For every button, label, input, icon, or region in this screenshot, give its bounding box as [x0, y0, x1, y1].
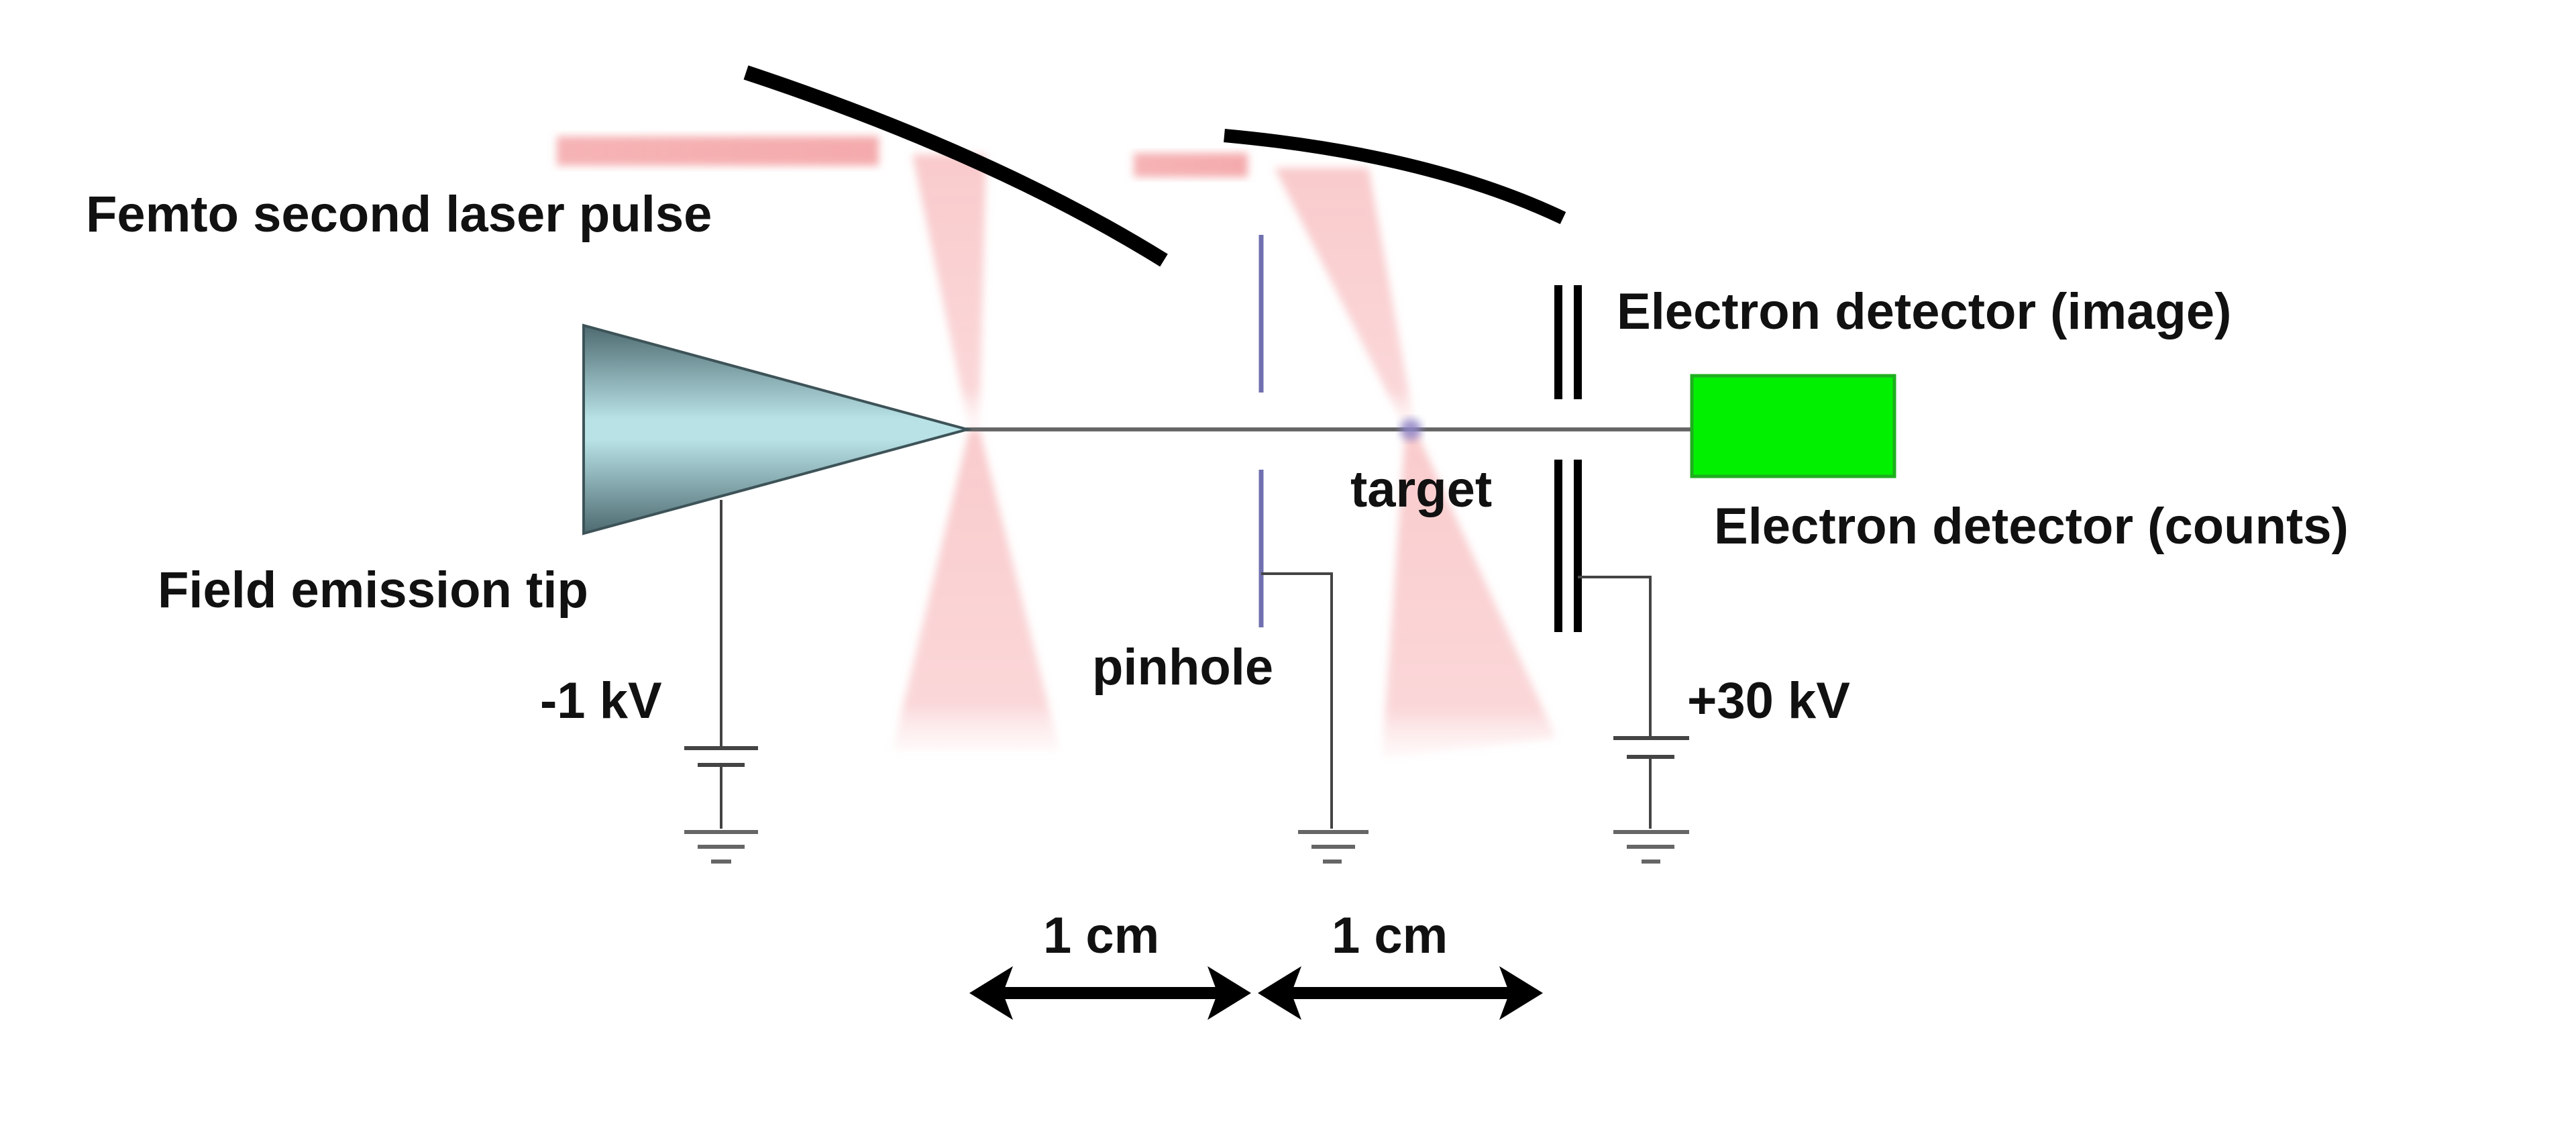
mirror-1: [743, 65, 1168, 267]
tip-supply-circuit: [684, 500, 758, 829]
label-pinhole: pinhole: [1092, 639, 1273, 696]
label-field-emission-tip: Field emission tip: [158, 562, 588, 619]
target-sample: [1400, 419, 1421, 440]
label-scale-1: 1 cm: [1043, 907, 1159, 964]
electron-detector-image-plates: [1554, 285, 1582, 632]
ground-icon: [684, 830, 758, 864]
label-detector-image: Electron detector (image): [1617, 283, 2231, 340]
label-detector-voltage: +30 kV: [1687, 672, 1850, 729]
laser-beam-1: [557, 136, 1060, 751]
label-laser-pulse: Femto second laser pulse: [86, 186, 712, 243]
mirror-2: [1224, 129, 1566, 225]
pinhole-ground-circuit: [1261, 572, 1333, 829]
scale-arrow-1: [969, 966, 1251, 1020]
label-scale-2: 1 cm: [1332, 907, 1448, 964]
ground-icon: [1298, 830, 1368, 864]
detector-supply-circuit: [1578, 576, 1689, 829]
label-tip-voltage: -1 kV: [540, 672, 662, 729]
laser-beam-2: [1134, 153, 1556, 758]
scale-arrow-2: [1258, 966, 1543, 1020]
label-detector-counts: Electron detector (counts): [1714, 498, 2349, 555]
label-target: target: [1350, 461, 1492, 518]
field-emission-tip: [582, 323, 973, 535]
ground-icon: [1613, 830, 1689, 864]
electron-detector-counts-box: [1690, 374, 1896, 478]
